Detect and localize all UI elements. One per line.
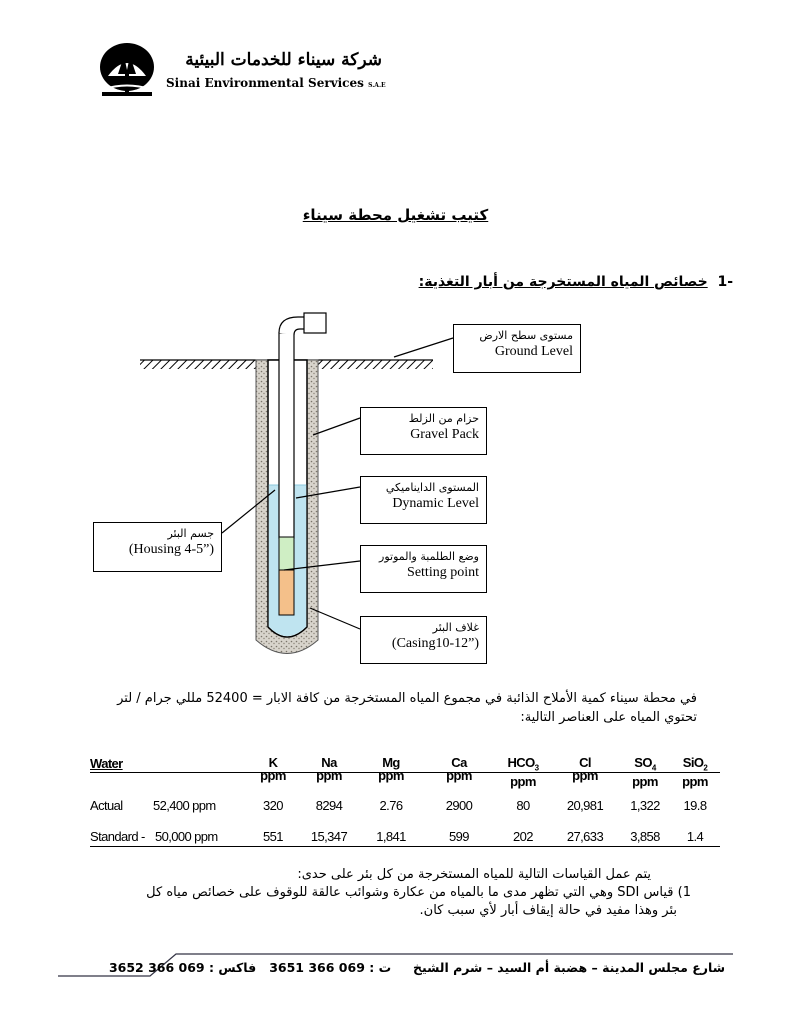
riser-pipe [278,332,295,539]
footer-rule [58,953,733,977]
footer-contact: شارع مجلس المدينة – هضبة أم السيد – شرم … [108,960,725,975]
table-cell: 3,858 [630,829,660,844]
table-cell: 80 [516,798,530,813]
ground-hatch-left [140,360,256,369]
document-title: كتيب تشغيل محطة سيناء [302,206,489,224]
table-cell: 2.76 [379,798,404,813]
row-label-value: 52,400 ppm [153,798,216,813]
ground-hatch-right [318,360,433,369]
well-diagram [140,312,454,654]
bottom-rule [90,846,720,847]
pump-body [278,569,295,616]
label-casing: غلاف البئر (Casing10-12”) [360,616,487,664]
label-ground-level: مستوى سطح الارض Ground Level [453,324,581,373]
table-corner-header: Water [90,756,123,771]
section-number: -1 [717,274,733,290]
table-cell: 551 [263,829,283,844]
company-logo [100,43,154,96]
salts-paragraph: في محطة سيناء كمية الأملاح الذائبة في مج… [117,691,697,725]
table-cell: 2900 [445,798,473,813]
label-setting-point: وضع الطلمبة والموتور Setting point [360,545,487,593]
company-name-english: Sinai Environmental Services S.A.E [166,76,386,90]
table-cell: 8294 [315,798,343,813]
measurements-section: يتم عمل القياسات التالية للمياه المستخرج… [71,866,691,920]
section-title: خصائص المياه المستخرجة من أبار التغذية: [418,274,708,290]
label-gravel-pack: حزام من الزلط Gravel Pack [360,407,487,455]
row-label: Actual [90,798,123,813]
table-cell: 15,347 [310,829,348,844]
unit-label: ppm [682,773,708,789]
table-cell: 1,841 [376,829,406,844]
section-heading: -1 خصائص المياه المستخرجة من أبار التغذي… [419,274,733,290]
measurement-item-1: 1) قياس SDI وهي التي تظهر مدى ما بالمياه… [146,885,691,900]
unit-label: ppm [632,773,658,789]
table-cell: 27,633 [566,829,604,844]
unit-label: ppm [510,773,536,789]
pump-motor [278,536,295,571]
table-cell: 320 [263,798,283,813]
label-housing: جسم البئر (Housing 4-5”) [93,522,222,572]
header-rule [90,772,720,773]
label-dynamic-level: المستوى الدايناميكي Dynamic Level [360,476,487,524]
unit-label: ppm [378,768,404,783]
row-label: Standard - [90,829,145,844]
company-name-arabic: شركة سيناء للخدمات البيئية [185,50,382,70]
row-label-value: 50,000 ppm [155,829,218,844]
unit-label: ppm [572,768,598,783]
unit-label: ppm [260,768,286,783]
unit-label: ppm [446,768,472,783]
pipe-outlet [303,312,327,334]
table-cell: 19.8 [683,798,708,813]
table-cell: 202 [513,829,533,844]
table-cell: 20,981 [566,798,604,813]
table-cell: 599 [449,829,469,844]
unit-label: ppm [316,768,342,783]
table-cell: 1.4 [686,829,704,844]
table-cell: 1,322 [630,798,660,813]
